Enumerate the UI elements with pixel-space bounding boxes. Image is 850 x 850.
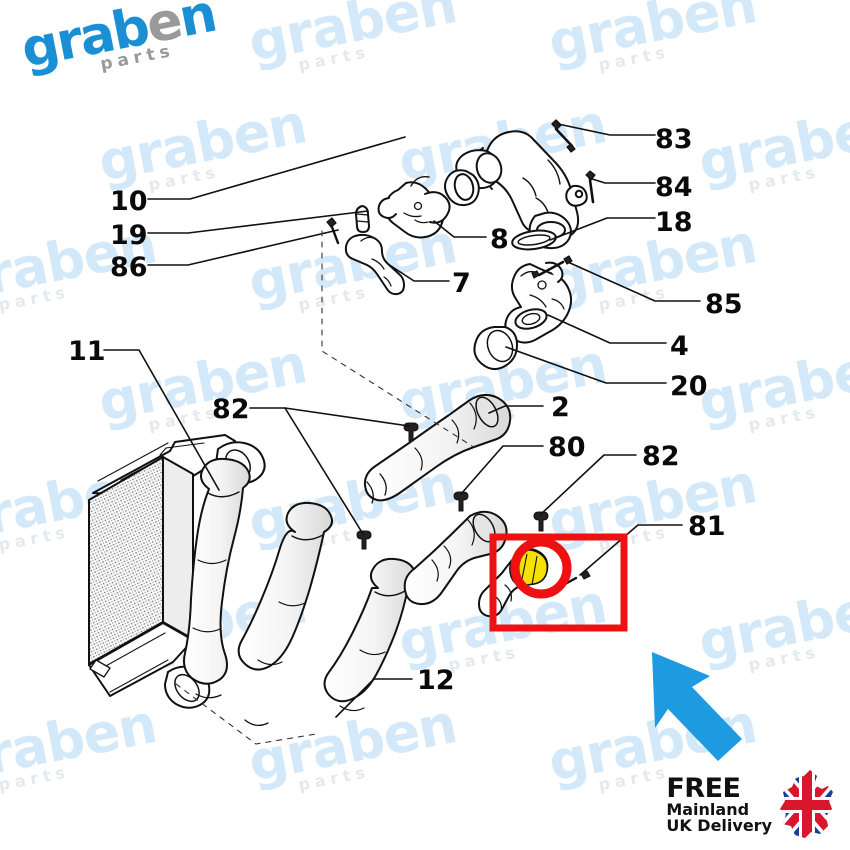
callout-82-upper: 82 bbox=[212, 394, 250, 425]
callout-12: 12 bbox=[417, 665, 455, 696]
free-delivery-badge: FREE Mainland UK Delivery bbox=[666, 768, 838, 842]
manifold-part-4 bbox=[504, 261, 573, 344]
badge-line-2: Mainland bbox=[666, 799, 750, 819]
callout-82-lower: 82 bbox=[642, 441, 680, 472]
alignment-guides bbox=[175, 230, 473, 745]
hose-11 bbox=[183, 457, 251, 699]
callout-83: 83 bbox=[655, 124, 693, 155]
callout-20: 20 bbox=[670, 371, 708, 402]
upper-charge-manifold bbox=[444, 130, 588, 250]
callout-2: 2 bbox=[551, 392, 570, 423]
callout-10: 10 bbox=[110, 186, 148, 217]
bolt-80 bbox=[453, 491, 469, 512]
callout-11: 11 bbox=[68, 336, 106, 367]
callout-85: 85 bbox=[705, 289, 743, 320]
bolt-85 bbox=[531, 255, 573, 279]
callout-19: 19 bbox=[110, 220, 148, 251]
callout-86: 86 bbox=[110, 252, 148, 283]
bracket-part-7 bbox=[344, 233, 405, 296]
hose-12-right bbox=[323, 557, 417, 712]
callout-8: 8 bbox=[490, 224, 509, 255]
callout-4: 4 bbox=[670, 331, 689, 362]
bolt-82-mid bbox=[356, 530, 372, 550]
bolt-82-lower bbox=[533, 511, 549, 532]
badge-text: FREE Mainland UK Delivery bbox=[666, 772, 772, 835]
callout-80: 80 bbox=[548, 432, 586, 463]
hose-12 bbox=[237, 501, 333, 727]
stud-86 bbox=[326, 217, 340, 245]
callout-7: 7 bbox=[452, 268, 471, 299]
leader-lines-upper bbox=[147, 123, 701, 384]
leader-lines-lower bbox=[103, 349, 683, 718]
callout-81: 81 bbox=[688, 511, 726, 542]
uk-flag-map-icon bbox=[780, 770, 833, 838]
valve-part-8 bbox=[377, 176, 451, 239]
callout-18: 18 bbox=[655, 207, 693, 238]
clip-19 bbox=[355, 205, 370, 233]
callout-84: 84 bbox=[655, 172, 693, 203]
charge-pipe-81 bbox=[403, 510, 591, 618]
gasket-20 bbox=[473, 326, 518, 370]
badge-line-1: FREE bbox=[666, 772, 741, 804]
charge-pipe-2 bbox=[363, 394, 512, 504]
badge-line-3: UK Delivery bbox=[666, 815, 772, 835]
